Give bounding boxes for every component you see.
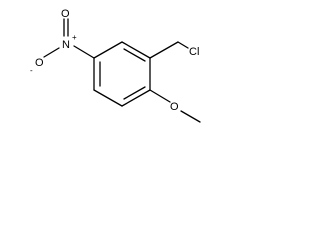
bond-ring-o xyxy=(149,89,171,103)
bond-n-o-left xyxy=(43,47,60,58)
bond-ring-ch2 xyxy=(149,41,179,59)
bond-o-methyl xyxy=(180,110,201,123)
ring-double-bond-c3-c4 xyxy=(123,86,146,100)
nitro-nitrogen-label: N xyxy=(62,39,70,51)
nitro-minus-charge: - xyxy=(30,66,33,75)
methoxy-oxygen-label: O xyxy=(170,101,179,113)
ring-bond-c4-c5 xyxy=(93,89,123,107)
bond-ch2-cl xyxy=(177,41,189,49)
chemical-structure: Cl O N + O O - xyxy=(30,8,201,123)
nitro-oxygen-left-label: O xyxy=(35,57,44,69)
nitro-plus-charge: + xyxy=(72,33,77,42)
chlorine-atom-label: Cl xyxy=(189,46,199,58)
benzene-ring xyxy=(93,41,151,107)
ring-double-bond-c1-c2 xyxy=(123,48,146,62)
ring-bond-c3-c4 xyxy=(121,89,151,107)
ring-bond-c6-c1 xyxy=(93,41,123,59)
ring-bond-c1-c2 xyxy=(121,41,151,59)
nitro-oxygen-top-label: O xyxy=(61,8,70,20)
bond-ring-n xyxy=(73,45,95,59)
